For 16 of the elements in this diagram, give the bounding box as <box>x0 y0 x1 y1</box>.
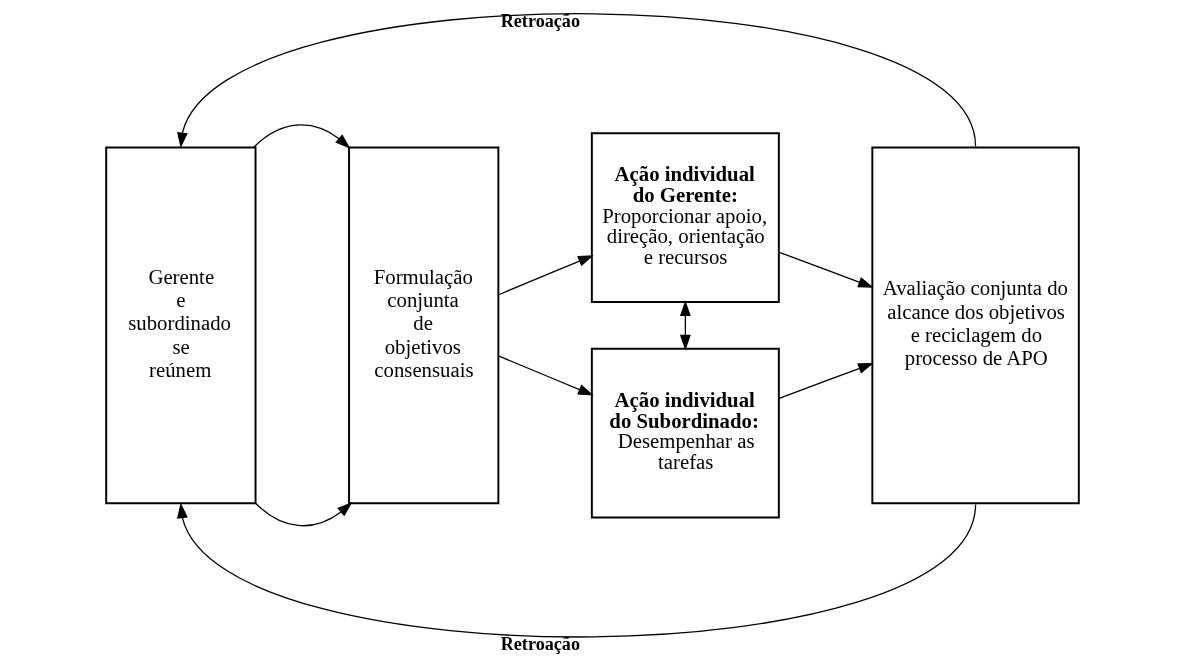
arrow <box>778 363 874 400</box>
arrow <box>177 13 977 149</box>
arrow <box>679 300 691 351</box>
node-box: Ação individual do Subordinado: Desempenhar as tarefas <box>590 347 780 519</box>
arrow <box>254 501 353 527</box>
arrow <box>497 255 594 296</box>
node-box: Avaliação conjunta do alcance dos objetivos e reciclagem do processo de APO <box>871 146 1080 505</box>
arrow <box>252 124 351 149</box>
arrow <box>177 502 977 638</box>
node-box: Gerente e subordinado se reúnem <box>105 146 257 505</box>
arrow <box>497 355 594 396</box>
edge-label: Retroação <box>500 634 581 655</box>
arrow <box>778 251 874 288</box>
edge-label: Retroação <box>500 10 581 31</box>
node-box: Ação individual do Gerente: Proporcionar apoio, direção, orientação e recursos <box>590 132 780 303</box>
node-box: Formulação conjunta de objetivos consensuais <box>348 146 500 505</box>
